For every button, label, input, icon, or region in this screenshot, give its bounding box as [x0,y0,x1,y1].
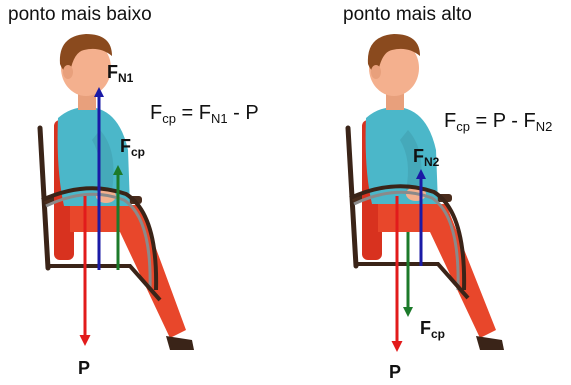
label-p-left: P [78,358,90,379]
person-hair [59,34,112,73]
eq-right-mid-sub: N2 [535,119,553,134]
panel-title-right: ponto mais alto [343,4,472,25]
label-p-right: P [389,362,401,383]
eq-left-mid-sub: N1 [210,111,228,126]
wheelchair-rim-right [353,190,460,291]
label-fn1-base: F [107,62,118,82]
label-fcp-right-base: F [420,318,431,338]
person-shoe [166,336,194,350]
eq-left-lhs-sub: cp [162,111,176,126]
eq-right-lhs-sub: cp [456,119,470,134]
person-legs-right [378,204,496,338]
eq-left-lhs: F [150,102,163,124]
person-shoe-right [476,336,504,350]
equation-left: Fcp = FN1 - P [150,102,259,126]
person-legs [70,205,186,338]
eq-right-lhs: F [444,110,457,132]
label-p-left-base: P [78,358,91,378]
label-fn2-sub: N2 [424,155,440,169]
label-fn1-sub: N1 [118,71,134,85]
label-fcp-right-sub: cp [431,327,446,341]
wheelchair-wheel [41,186,159,291]
label-fcp-left-base: F [120,136,131,156]
panel-title-left: ponto mais baixo [8,4,152,25]
label-p-right-base: P [389,362,402,382]
label-fn2: FN2 [413,146,439,169]
wheelchair-frame-right [358,262,470,300]
person-ear [63,65,73,79]
wheelchair-frame [50,264,162,302]
equation-right: Fcp = P - FN2 [444,110,552,134]
eq-left-middle: = F [175,102,211,124]
right-figure [345,34,504,350]
person-arm [92,130,114,192]
person-ear-right [371,65,381,79]
eq-right-middle: = P - F [469,110,536,132]
person-hair-right [367,34,420,73]
eq-left-rest: - P [227,102,259,124]
left-figure [37,34,194,350]
label-fcp-right: Fcp [420,318,445,341]
label-fcp-left: Fcp [120,136,145,159]
label-fcp-left-sub: cp [131,145,146,159]
label-fn2-base: F [413,146,424,166]
label-fn1: FN1 [107,62,133,85]
wheelchair-wheel-right [349,184,467,291]
wheelchair-rim [45,192,152,291]
